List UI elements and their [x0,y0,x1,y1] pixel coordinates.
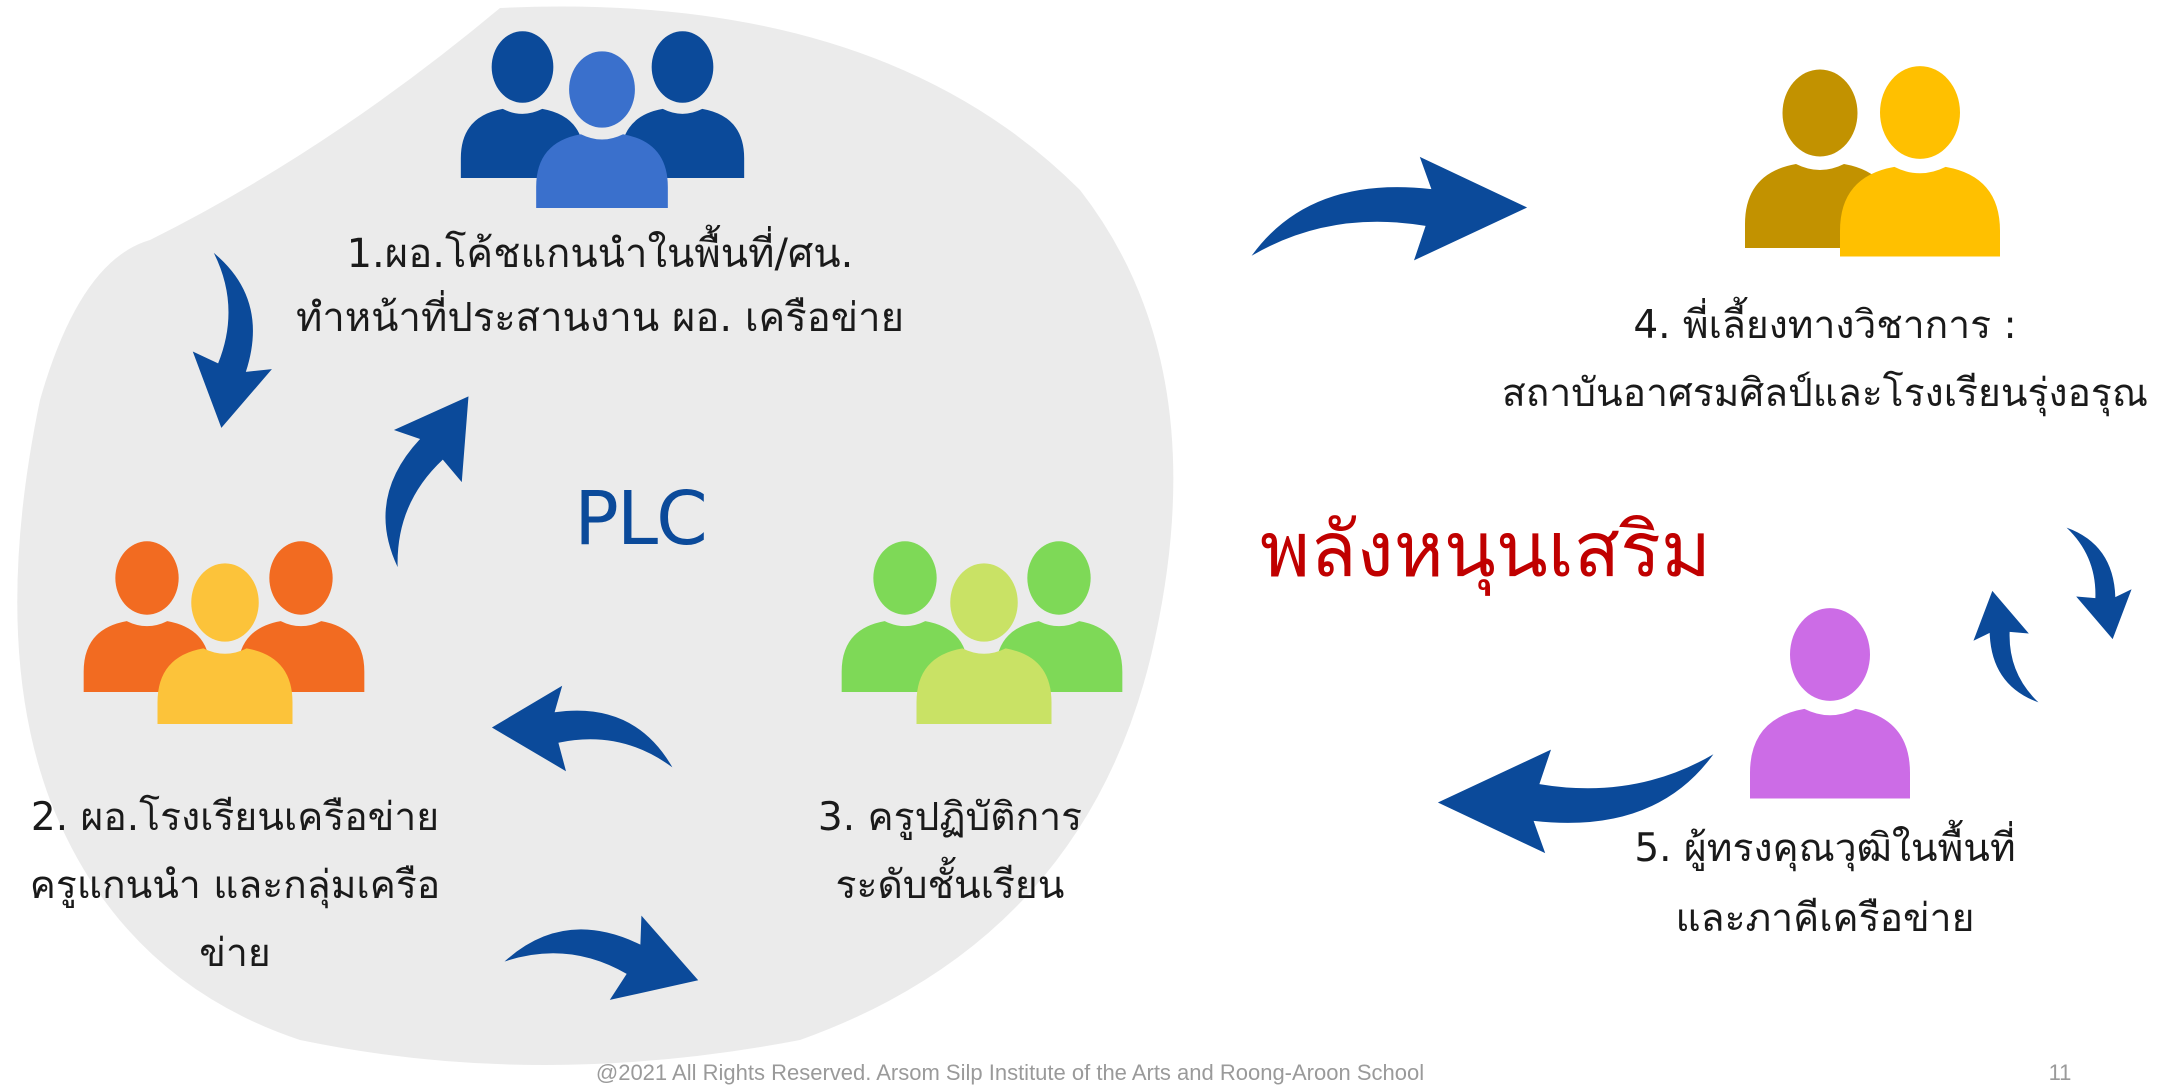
mentor-pair-icon [1745,66,2000,257]
node-3-label: 3. ครูปฏิบัติการ ระดับชั้นเรียน [790,784,1110,920]
footer-copyright: @2021 All Rights Reserved. Arsom Silp In… [595,1060,1425,1085]
node-4-line-1: 4. พี่เลี้ยงทางวิชาการ : [1633,303,2017,348]
node-4-label: 4. พี่เลี้ยงทางวิชาการ : สถาบันอาศรมศิลป… [1500,292,2150,428]
node-1-label: 1.ผอ.โค้ชแกนนำในพื้นที่/ศน. ทำหน้าที่ประ… [250,222,950,350]
expert-person-icon [1750,608,1910,799]
plc-title: PLC [574,476,708,562]
arrow-to-mentor [1251,156,1528,261]
node-2-line-1: 2. ผอ.โรงเรียนเครือข่าย [30,795,440,840]
node-1-line-2: ทำหน้าที่ประสานงาน ผอ. เครือข่าย [295,295,905,341]
node-3-line-2: ระดับชั้นเรียน [835,863,1065,908]
node-5-line-1: 5. ผู้ทรงคุณวุฒิในพื้นที่ [1634,826,2016,871]
background-blob [17,6,1174,1065]
node-5-label: 5. ผู้ทรงคุณวุฒิในพื้นที่ และภาคีเครือข่… [1590,814,2060,954]
node-4-line-2: สถาบันอาศรมศิลป์และโรงเรียนรุ่งอรุณ [1501,371,2149,416]
node-2-label: 2. ผอ.โรงเรียนเครือข่าย ครูแกนนำ และกลุ่… [0,784,470,988]
boost-title: พลังหนุนเสริม [1260,505,1712,594]
page-number: 11 [2048,1060,2072,1085]
node-1-line-1: 1.ผอ.โค้ชแกนนำในพื้นที่/ศน. [346,231,854,277]
cycle-arrow-top [1965,585,2041,712]
node-2-line-2: ครูแกนนำ และกลุ่มเครือข่าย [29,863,441,976]
node-5-line-2: และภาคีเครือข่าย [1675,896,1975,941]
node-3-line-1: 3. ครูปฏิบัติการ [817,795,1083,840]
cycle-arrow-bottom [2064,518,2140,645]
